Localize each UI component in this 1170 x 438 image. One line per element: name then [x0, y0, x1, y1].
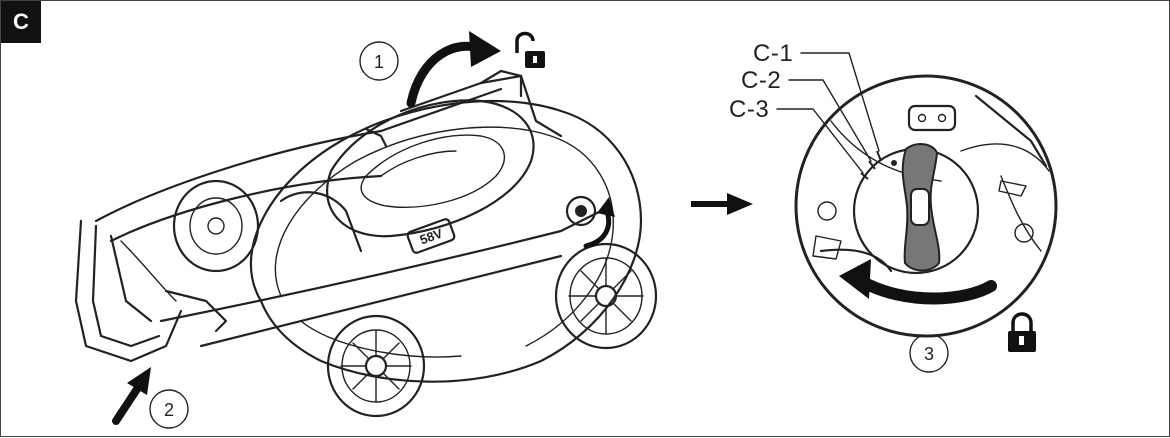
handle-grip-inner — [91, 224, 161, 348]
handle-grip-outer — [74, 219, 183, 363]
handle-top-frame — [519, 74, 563, 138]
unlocked-padlock-shackle — [515, 31, 535, 53]
step-1-circle — [359, 41, 399, 81]
handle-bail-wire — [120, 240, 177, 302]
battery-badge-outline — [406, 218, 456, 254]
dial-index-dot — [891, 160, 897, 166]
handle-bar-right — [159, 204, 613, 323]
step-2-arrow-shaft — [112, 382, 143, 425]
dial-tick-c1 — [876, 150, 882, 162]
callout-c3-leader — [776, 108, 864, 174]
wheel-rear-left-hub — [207, 217, 225, 235]
step-2-arrow — [112, 367, 151, 425]
dial-tick-c3 — [860, 172, 869, 180]
handle-bar-left-lower — [109, 174, 383, 243]
wheel-rear-left-rim — [189, 197, 243, 255]
callout-c3-label: C-3 — [729, 96, 769, 123]
callout-c2-label: C-2 — [741, 67, 781, 94]
wheel-front-right-spokes — [568, 258, 644, 334]
height-dial-knob-slot — [910, 188, 930, 226]
mower-deck-inner-edge — [274, 126, 614, 347]
detail-side-tab — [998, 180, 1027, 197]
detail-frame-line-e — [1000, 175, 1042, 252]
callout-c1-leader — [800, 52, 880, 152]
detail-side-hole-left — [817, 201, 837, 221]
wheel-front-left — [326, 314, 426, 418]
callout-c1: C-1 — [753, 40, 880, 152]
handle-cross-brace — [279, 191, 363, 253]
locked-padlock-keyhole — [1019, 336, 1024, 345]
dial-tick-c2 — [868, 160, 876, 170]
detail-frame-line-b — [974, 94, 1048, 168]
height-adjust-knob — [565, 195, 597, 227]
wheel-front-left-spokes — [340, 330, 412, 402]
section-badge: C — [1, 1, 41, 43]
step-1-number: 1 — [374, 52, 384, 72]
mower-cover-window — [360, 134, 506, 208]
locked-padlock-icon — [1008, 312, 1036, 352]
handle-hinge-top — [479, 69, 523, 98]
section-label: C — [13, 9, 29, 34]
locked-padlock-shackle — [1011, 312, 1033, 333]
handle-clip — [364, 127, 388, 148]
knob-rotation-arrowhead — [597, 197, 615, 217]
wheel-rear-left-outer — [172, 179, 260, 273]
wheel-rear-left — [172, 179, 260, 273]
wheel-front-right-outer — [554, 242, 658, 350]
step-2-arrowhead — [127, 367, 151, 395]
step-1-arrowhead — [469, 31, 501, 67]
detail-bracket-hole-left — [917, 113, 927, 123]
right-arrow-icon — [691, 193, 753, 215]
step-3-marker: 3 — [909, 333, 949, 373]
mower-cover-ridge — [380, 150, 457, 177]
lawn-mower-illustration: 58V — [74, 69, 658, 418]
callout-c3: C-3 — [729, 96, 864, 174]
wheel-front-right — [554, 242, 658, 350]
detail-view — [794, 74, 1058, 338]
detail-side-block — [812, 235, 842, 260]
step-3-number: 3 — [924, 344, 934, 364]
unlocked-padlock-keyhole — [533, 56, 537, 63]
mower-deck — [249, 99, 643, 383]
step-1-arrow — [406, 31, 501, 108]
wheel-front-left-outer — [326, 314, 426, 418]
handle-bar-right-lower — [199, 254, 563, 348]
step-1-marker: 1 — [359, 41, 399, 81]
step-2-circle — [149, 389, 189, 429]
height-adjust-knob-outer — [565, 195, 597, 227]
detail-bracket — [907, 104, 957, 132]
dial-rotation-arrow — [855, 275, 997, 305]
callout-c2-leader — [788, 79, 872, 162]
detail-frame-line-c — [960, 143, 1050, 172]
mower-deck-lower-edge — [300, 320, 462, 358]
dial-rotation-arrowhead — [839, 259, 871, 299]
detail-bracket-hole-right — [937, 113, 947, 123]
handle-grip-end — [164, 289, 228, 333]
mower-cover — [326, 99, 535, 238]
callout-c1-label: C-1 — [753, 40, 793, 67]
callout-c2: C-2 — [741, 67, 872, 162]
right-arrowhead — [727, 193, 753, 215]
step-2-marker: 2 — [149, 389, 189, 429]
step-2-number: 2 — [164, 400, 174, 420]
handle-bar-left — [94, 87, 503, 223]
unlocked-padlock-icon — [515, 31, 545, 68]
detail-side-hole-right — [1014, 223, 1034, 243]
handle-bail-bar — [109, 234, 153, 323]
height-adjust-knob-center — [575, 205, 587, 217]
